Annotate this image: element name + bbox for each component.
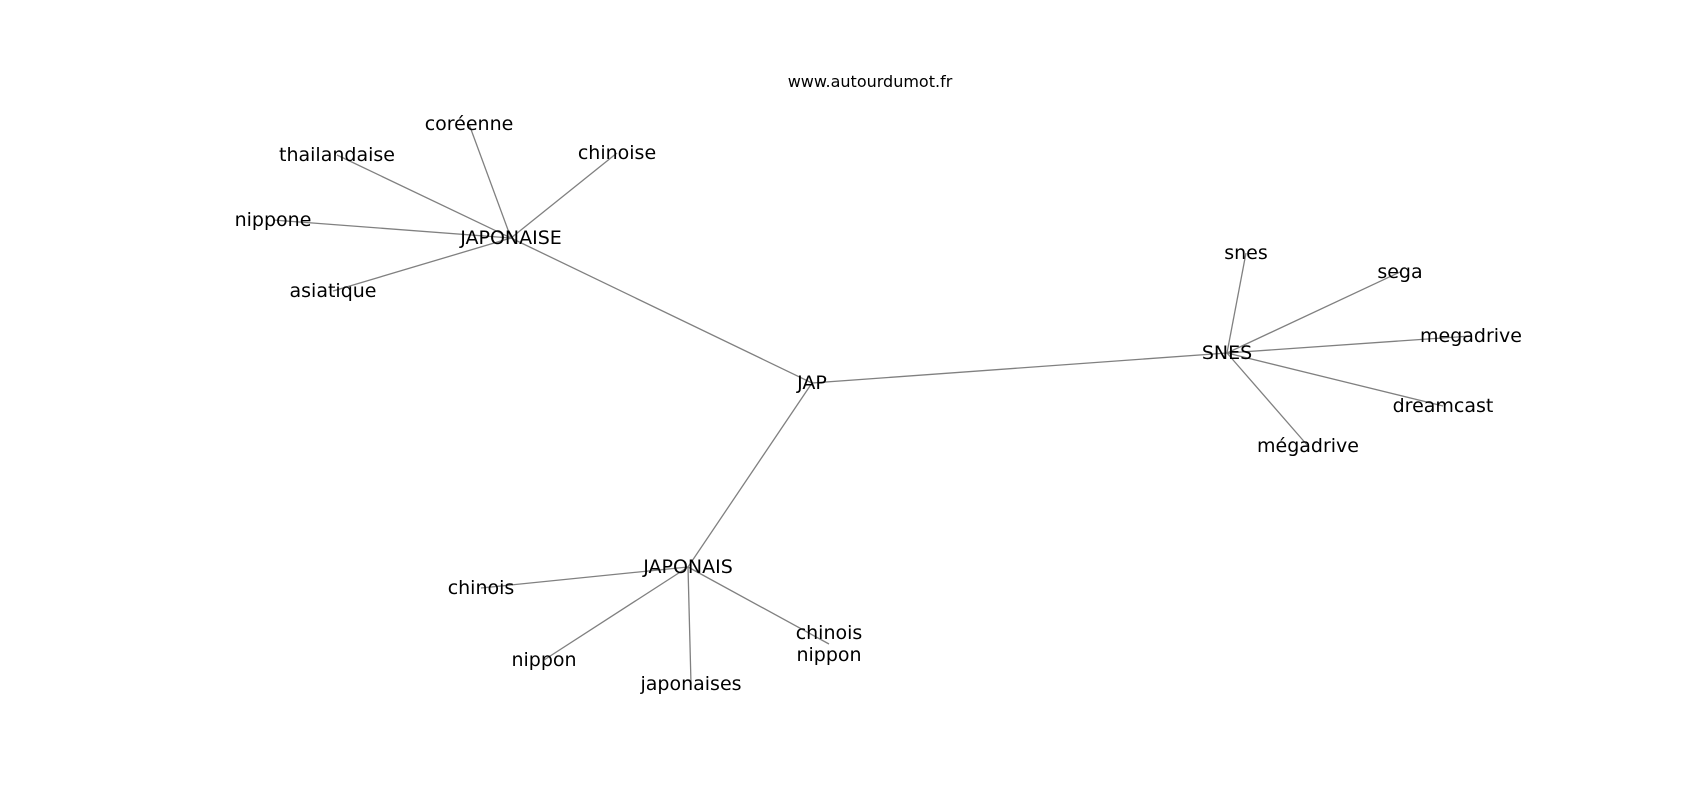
edge-japonais-nippon — [543, 566, 689, 661]
node-label-line: dreamcast — [1393, 395, 1494, 417]
node-label-line: chinoise — [578, 142, 656, 164]
node-label-line: thailandaise — [279, 144, 395, 166]
node-label-jap: JAP — [796, 372, 827, 394]
node-label-line: JAP — [796, 372, 827, 394]
node-label-nippon: nippon — [511, 649, 576, 671]
edge-japonaise-thailandaise — [336, 154, 512, 239]
node-label-line: chinois — [448, 577, 515, 599]
edge-jap-snes-hub — [811, 352, 1228, 384]
edge-japonais-chinois — [480, 566, 689, 589]
node-label-line: sega — [1377, 261, 1422, 283]
node-label-megadrive: megadrive — [1420, 325, 1522, 347]
watermark-text: www.autourdumot.fr — [788, 72, 953, 91]
node-label-snes-hub: SNES — [1202, 342, 1252, 364]
node-label-line: snes — [1224, 242, 1268, 264]
node-label-line: chinois — [796, 622, 863, 644]
node-label-japonaises: japonaises — [639, 673, 741, 695]
node-label-dreamcast: dreamcast — [1393, 395, 1494, 417]
edge-snes-hub-megadrive — [1226, 335, 1472, 354]
edge-jap-japonais — [687, 382, 813, 568]
node-label-line: asiatique — [290, 280, 377, 302]
node-label-asiatique: asiatique — [290, 280, 377, 302]
node-label-thailandaise: thailandaise — [279, 144, 395, 166]
node-label-nippone: nippone — [235, 209, 312, 231]
node-label-line: JAPONAIS — [642, 556, 733, 578]
node-label-line: megadrive — [1420, 325, 1522, 347]
node-label-japonaise: JAPONAISE — [459, 227, 562, 249]
node-label-chinois: chinois — [448, 577, 515, 599]
labels-layer: JAP JAPONAISE JAPONAIS SNES coréenne thailand… — [235, 113, 1522, 695]
node-label-line: coréenne — [425, 113, 514, 135]
edge-japonais-japonaises — [687, 566, 692, 685]
edge-snes-hub-snes — [1226, 252, 1247, 354]
node-label-sega: sega — [1377, 261, 1422, 283]
node-label-megadrive-accent: mégadrive — [1257, 435, 1359, 457]
node-label-line: japonaises — [639, 673, 741, 695]
edge-snes-hub-megadrive-accent — [1226, 352, 1309, 447]
node-label-line: nippone — [235, 209, 312, 231]
edge-snes-hub-sega — [1226, 271, 1401, 354]
edge-japonaise-nippone — [272, 219, 512, 239]
node-label-line: JAPONAISE — [459, 227, 562, 249]
edge-japonaise-asiatique — [332, 237, 512, 292]
node-label-japonais: JAPONAIS — [642, 556, 733, 578]
edge-japonaise-chinoise — [510, 152, 618, 239]
node-label-line: SNES — [1202, 342, 1252, 364]
node-label-snes: snes — [1224, 242, 1268, 264]
node-label-line: nippon — [796, 644, 861, 666]
edges-layer — [272, 123, 1472, 685]
node-label-line: nippon — [511, 649, 576, 671]
node-label-coreenne: coréenne — [425, 113, 514, 135]
node-label-line: mégadrive — [1257, 435, 1359, 457]
edge-snes-hub-dreamcast — [1226, 352, 1444, 407]
edge-japonais-chinois-nippon — [687, 566, 830, 645]
edge-jap-japonaise — [510, 237, 813, 384]
edge-japonaise-coreenne — [468, 123, 512, 239]
node-label-chinoise: chinoise — [578, 142, 656, 164]
